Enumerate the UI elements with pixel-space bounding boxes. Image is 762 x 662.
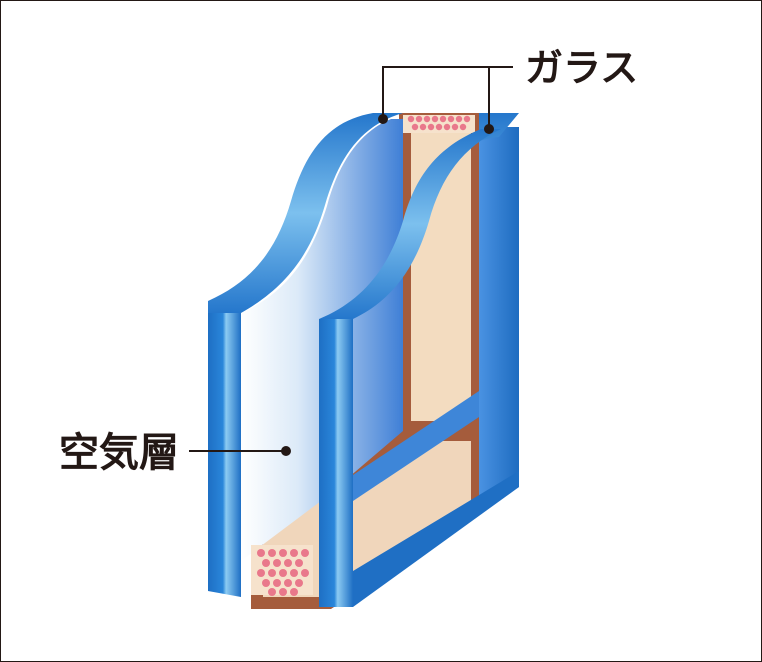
glass-leader-dot-2 — [484, 124, 494, 134]
spacer-bottom-cream — [263, 441, 471, 597]
back-glass-right-face — [479, 127, 519, 511]
air-layer-label: 空気層 — [59, 430, 179, 476]
inner-glass-curve — [319, 129, 501, 319]
inner-glass-pane — [319, 129, 501, 607]
air-layer-leader-dot — [281, 446, 291, 456]
front-glass-left-edge — [208, 301, 241, 597]
front-glass-top-edge — [208, 113, 403, 313]
inner-glass-bottom-face — [353, 391, 479, 501]
bottom-glass-slab — [353, 471, 519, 607]
glass-leader — [382, 66, 513, 129]
glass-label: ガラス — [525, 46, 638, 90]
desiccant-top — [403, 115, 475, 133]
inner-glass-vertical-edge — [319, 319, 353, 607]
desiccant-bottom — [251, 545, 313, 596]
glass-leader-dot-1 — [378, 114, 388, 124]
